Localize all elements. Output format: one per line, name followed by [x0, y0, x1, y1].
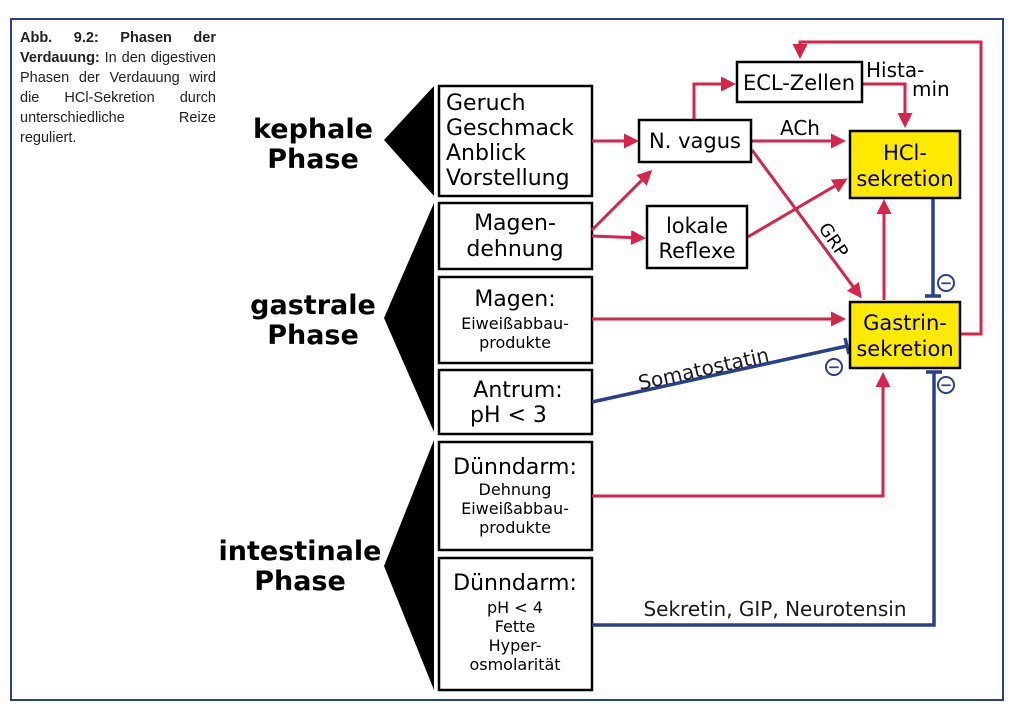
stimulus-duenndarm-1-line-4: produkte: [479, 518, 551, 537]
stimulus-sensory-line-2: Geschmack: [446, 116, 574, 141]
node-lokale-reflexe-line-1: lokale: [666, 214, 728, 238]
stimulus-duenndarm-1-line-1: Dünndarm:: [453, 455, 577, 480]
node-gastrin-sekretion: [848, 300, 962, 370]
stimulus-duenndarm-2-line-3: Fette: [495, 617, 536, 636]
stimulus-magen-eiweiss-line-1: Magen:: [474, 287, 555, 312]
stimulus-magendehnung-line-2: dehnung: [466, 237, 563, 262]
inhibit-sekretin: [592, 372, 936, 627]
stimulus-duenndarm-2-line-4: Hyper-: [489, 636, 542, 655]
edge-label-sekretin: Sekretin, GIP, Neurotensin: [643, 597, 906, 621]
stimulus-box-magendehnung: [437, 201, 594, 271]
figure-frame: [10, 18, 1004, 701]
phase-label-gastrale: gastrale: [250, 290, 376, 321]
stimulus-magen-eiweiss-line-3: produkte: [479, 333, 551, 352]
arrow-magendehnung-to-vagus: [590, 169, 653, 232]
node-gastrin-sekretion-line-2: sekretion: [856, 337, 953, 361]
inhibition-sign-somatostatin: −: [825, 358, 843, 376]
phase-label-gastrale-2: Phase: [267, 320, 359, 351]
node-hcl-sekretion: [848, 129, 962, 200]
stimulus-antrum-line-1: Antrum:: [473, 378, 562, 403]
phase-wedge-intestinale: [384, 440, 434, 690]
caption-text: In den digestiven Phasen der Verdauung w…: [20, 50, 216, 146]
stimulus-duenndarm-1-line-3: Eiweißabbau-: [461, 499, 569, 518]
svg-text:−: −: [940, 274, 953, 292]
stimulus-sensory-line-3: Anblick: [446, 141, 526, 166]
arrow-gastrin-to-ecl: [792, 40, 983, 336]
stimulus-magen-eiweiss-line-2: Eiweißabbau-: [461, 314, 569, 333]
phase-label-kephale: kephale: [253, 114, 373, 145]
svg-text:−: −: [828, 358, 841, 376]
svg-text:−: −: [940, 376, 953, 394]
node-gastrin-sekretion-line-1: Gastrin-: [863, 311, 947, 335]
node-ecl-zellen-label: ECL-Zellen: [743, 71, 855, 95]
node-n-vagus-label: N. vagus: [649, 129, 741, 153]
stimulus-antrum-line-2: pH < 3: [470, 403, 547, 428]
inhibit-somatostatin: [591, 344, 848, 404]
phase-wedge-gastrale: [384, 203, 434, 432]
node-hcl-sekretion-line-1: HCl-: [883, 141, 927, 165]
figure-label: Abb. 9.2: Phasen der Verdauung:: [20, 30, 216, 66]
phase-label-intestinale-2: Phase: [254, 566, 346, 597]
stimulus-magendehnung-line-1: Magen-: [474, 211, 556, 236]
inhibit-somatostatin-bar: [843, 337, 851, 355]
edge-label-histamin-1: Hista-: [866, 58, 924, 82]
node-ecl-zellen: [735, 60, 864, 104]
edge-label-ach: ACh: [780, 116, 820, 140]
arrow-vagus-to-gastrin: [750, 149, 862, 299]
stimulus-box-duenndarm-1: [437, 440, 594, 552]
arrow-ecl-to-hcl: [862, 82, 913, 128]
stimulus-duenndarm-2-line-5: osmolarität: [469, 655, 560, 674]
stimulus-box-antrum: [437, 368, 594, 436]
node-n-vagus: [637, 118, 753, 164]
stimulus-duenndarm-2-line-2: pH < 4: [487, 598, 543, 617]
stimulus-duenndarm-2-line-1: Dünndarm:: [453, 571, 577, 596]
node-lokale-reflexe: [645, 204, 749, 270]
edge-label-histamin-2: min: [912, 77, 950, 101]
edge-label-somatostatin: Somatostatin: [636, 343, 771, 395]
phase-label-kephale-2: Phase: [267, 144, 359, 175]
arrow-vagus-to-ecl: [692, 76, 736, 120]
phase-label-intestinale: intestinale: [219, 536, 382, 567]
arrow-reflexe-to-hcl: [745, 178, 848, 240]
stimulus-sensory-line-4: Vorstellung: [446, 166, 570, 191]
arrow-magendehnung-to-reflexe: [591, 230, 646, 246]
figure-caption: Abb. 9.2: Phasen der Verdauung: In den d…: [20, 28, 216, 148]
node-lokale-reflexe-line-2: Reflexe: [658, 239, 735, 263]
node-hcl-sekretion-line-2: sekretion: [856, 167, 953, 191]
stimulus-box-duenndarm-2: [437, 556, 594, 692]
phase-wedge-kephale: [384, 86, 434, 196]
inhibition-sign-hcl: −: [937, 274, 955, 292]
stimulus-duenndarm-1-line-2: Dehnung: [479, 480, 552, 499]
stimulus-box-magen-eiweiss: [437, 275, 594, 365]
inhibition-sign-sekretin: −: [937, 376, 955, 394]
arrow-duenndarm-to-gastrin: [592, 372, 891, 498]
stimulus-sensory-line-1: Geruch: [446, 91, 526, 116]
